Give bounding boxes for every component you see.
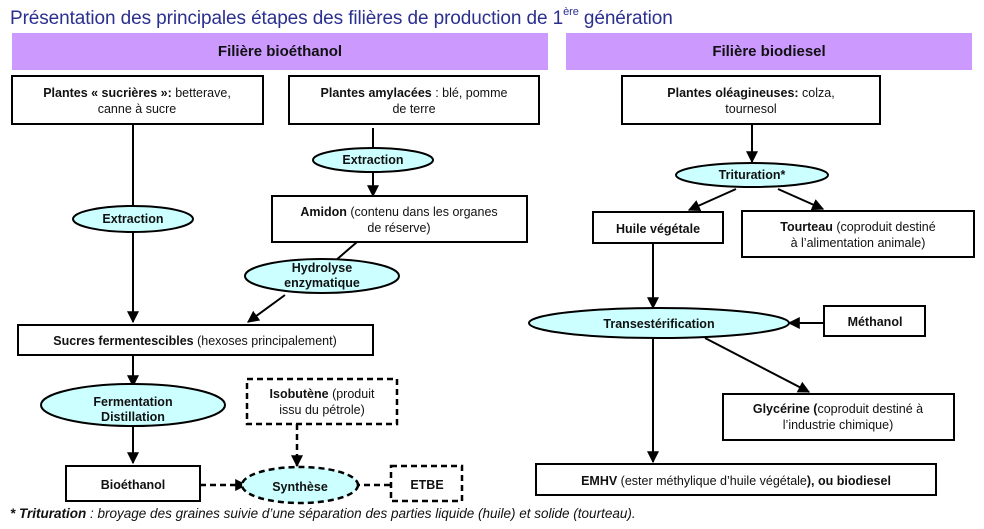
band-biodiesel-label: Filière biodiesel xyxy=(712,43,826,60)
box-amidon-line1: Amidon (contenu dans les organes xyxy=(300,205,497,219)
process-extraction-right-label: Extraction xyxy=(342,153,403,167)
box-glycerine-line2: l’industrie chimique) xyxy=(783,418,893,432)
box-methanol: Méthanol xyxy=(823,305,926,337)
box-plantes-oleagineuses: Plantes oléagineuses: colza, tournesol xyxy=(621,75,881,125)
page-title: Présentation des principales étapes des … xyxy=(10,6,673,30)
box-oleagineuses-line1: Plantes oléagineuses: colza, xyxy=(667,86,834,100)
box-methanol-label: Méthanol xyxy=(848,315,903,329)
process-synthese-label: Synthèse xyxy=(272,480,328,494)
box-emhv-text: EMHV (ester méthylique d’huile végétale)… xyxy=(581,474,891,488)
box-plantes-sucrieres: Plantes « sucrières »: betterave, canne … xyxy=(11,75,264,125)
box-glycerine: Glycérine (coproduit destiné à l’industr… xyxy=(722,393,955,441)
box-tourteau: Tourteau (coproduit destiné à l’alimenta… xyxy=(741,210,975,258)
box-glycerine-line1: Glycérine (coproduit destiné à xyxy=(753,402,923,416)
band-bioethanol-label: Filière bioéthanol xyxy=(217,43,343,60)
title-text: Présentation des principales étapes des … xyxy=(10,8,564,29)
process-hydrolyse-line1: Hydrolyse xyxy=(292,261,352,275)
box-tourteau-line1: Tourteau (coproduit destiné xyxy=(780,220,935,234)
box-sucres-text: Sucres fermentescibles (hexoses principa… xyxy=(53,334,336,348)
footnote-definition: : broyage des graines suivie d’une sépar… xyxy=(86,506,636,521)
footnote-term: * Trituration xyxy=(10,506,87,521)
box-bioethanol: Bioéthanol xyxy=(65,465,201,502)
box-etbe: ETBE xyxy=(389,464,464,503)
box-plantes-amylacees: Plantes amylacées : blé, pomme de terre xyxy=(288,75,540,125)
box-emhv: EMHV (ester méthylique d’huile végétale)… xyxy=(535,463,937,496)
box-oleagineuses-line2: tournesol xyxy=(725,102,776,116)
box-sucres-fermentescibles: Sucres fermentescibles (hexoses principa… xyxy=(17,324,374,356)
box-isobutene-line1: Isobutène (produit xyxy=(270,387,375,401)
box-bioethanol-label: Bioéthanol xyxy=(101,478,166,492)
connectors-dashed xyxy=(200,424,414,491)
process-extraction-right: Extraction xyxy=(312,147,434,173)
process-fermentation-line2: Distillation xyxy=(101,410,165,424)
process-fermentation-distillation: Fermentation Distillation xyxy=(40,383,226,427)
box-amidon-line2: de réserve) xyxy=(367,221,430,235)
box-plantes-sucrieres-line2: canne à sucre xyxy=(98,102,177,116)
box-plantes-sucrieres-line1: Plantes « sucrières »: betterave, xyxy=(43,86,231,100)
band-bioethanol: Filière bioéthanol xyxy=(12,33,548,70)
box-isobutene: Isobutène (produit issu du pétrole) xyxy=(245,377,399,426)
process-trituration: Trituration* xyxy=(675,162,829,188)
arrow-trituration-to-huile xyxy=(687,188,737,212)
process-trituration-label: Trituration* xyxy=(719,168,786,182)
title-superscript: ère xyxy=(563,6,579,18)
process-fermentation-line1: Fermentation xyxy=(93,395,172,409)
box-huile-vegetale: Huile végétale xyxy=(592,211,724,244)
process-synthese: Synthèse xyxy=(240,465,360,505)
band-biodiesel: Filière biodiesel xyxy=(566,33,972,70)
arrow-amidon-to-hydrolyse xyxy=(334,241,358,262)
box-amidon: Amidon (contenu dans les organes de rése… xyxy=(271,195,528,243)
process-hydrolyse: Hydrolyse enzymatique xyxy=(244,258,400,294)
title-text-end: génération xyxy=(578,8,673,29)
box-etbe-label: ETBE xyxy=(410,478,443,492)
box-isobutene-line2: issu du pétrole) xyxy=(279,403,364,417)
process-extraction-left: Extraction xyxy=(72,205,194,233)
box-tourteau-line2: à l’alimentation animale) xyxy=(791,236,926,250)
process-transesterification-label: Transestérification xyxy=(603,317,714,331)
arrow-transesterification-to-glycerine xyxy=(704,337,811,393)
box-huile-label: Huile végétale xyxy=(616,222,700,236)
box-plantes-amylacees-line2: de terre xyxy=(392,102,435,116)
arrow-hydrolyse-to-sucres xyxy=(247,294,286,323)
connectors-biodiesel xyxy=(647,124,825,464)
process-transesterification: Transestérification xyxy=(528,307,790,339)
box-plantes-amylacees-line1: Plantes amylacées : blé, pomme xyxy=(321,86,508,100)
footnote: * Trituration : broyage des graines suiv… xyxy=(10,506,636,521)
process-hydrolyse-line2: enzymatique xyxy=(284,276,360,290)
arrow-trituration-to-tourteau xyxy=(777,188,825,211)
process-extraction-left-label: Extraction xyxy=(102,212,163,226)
